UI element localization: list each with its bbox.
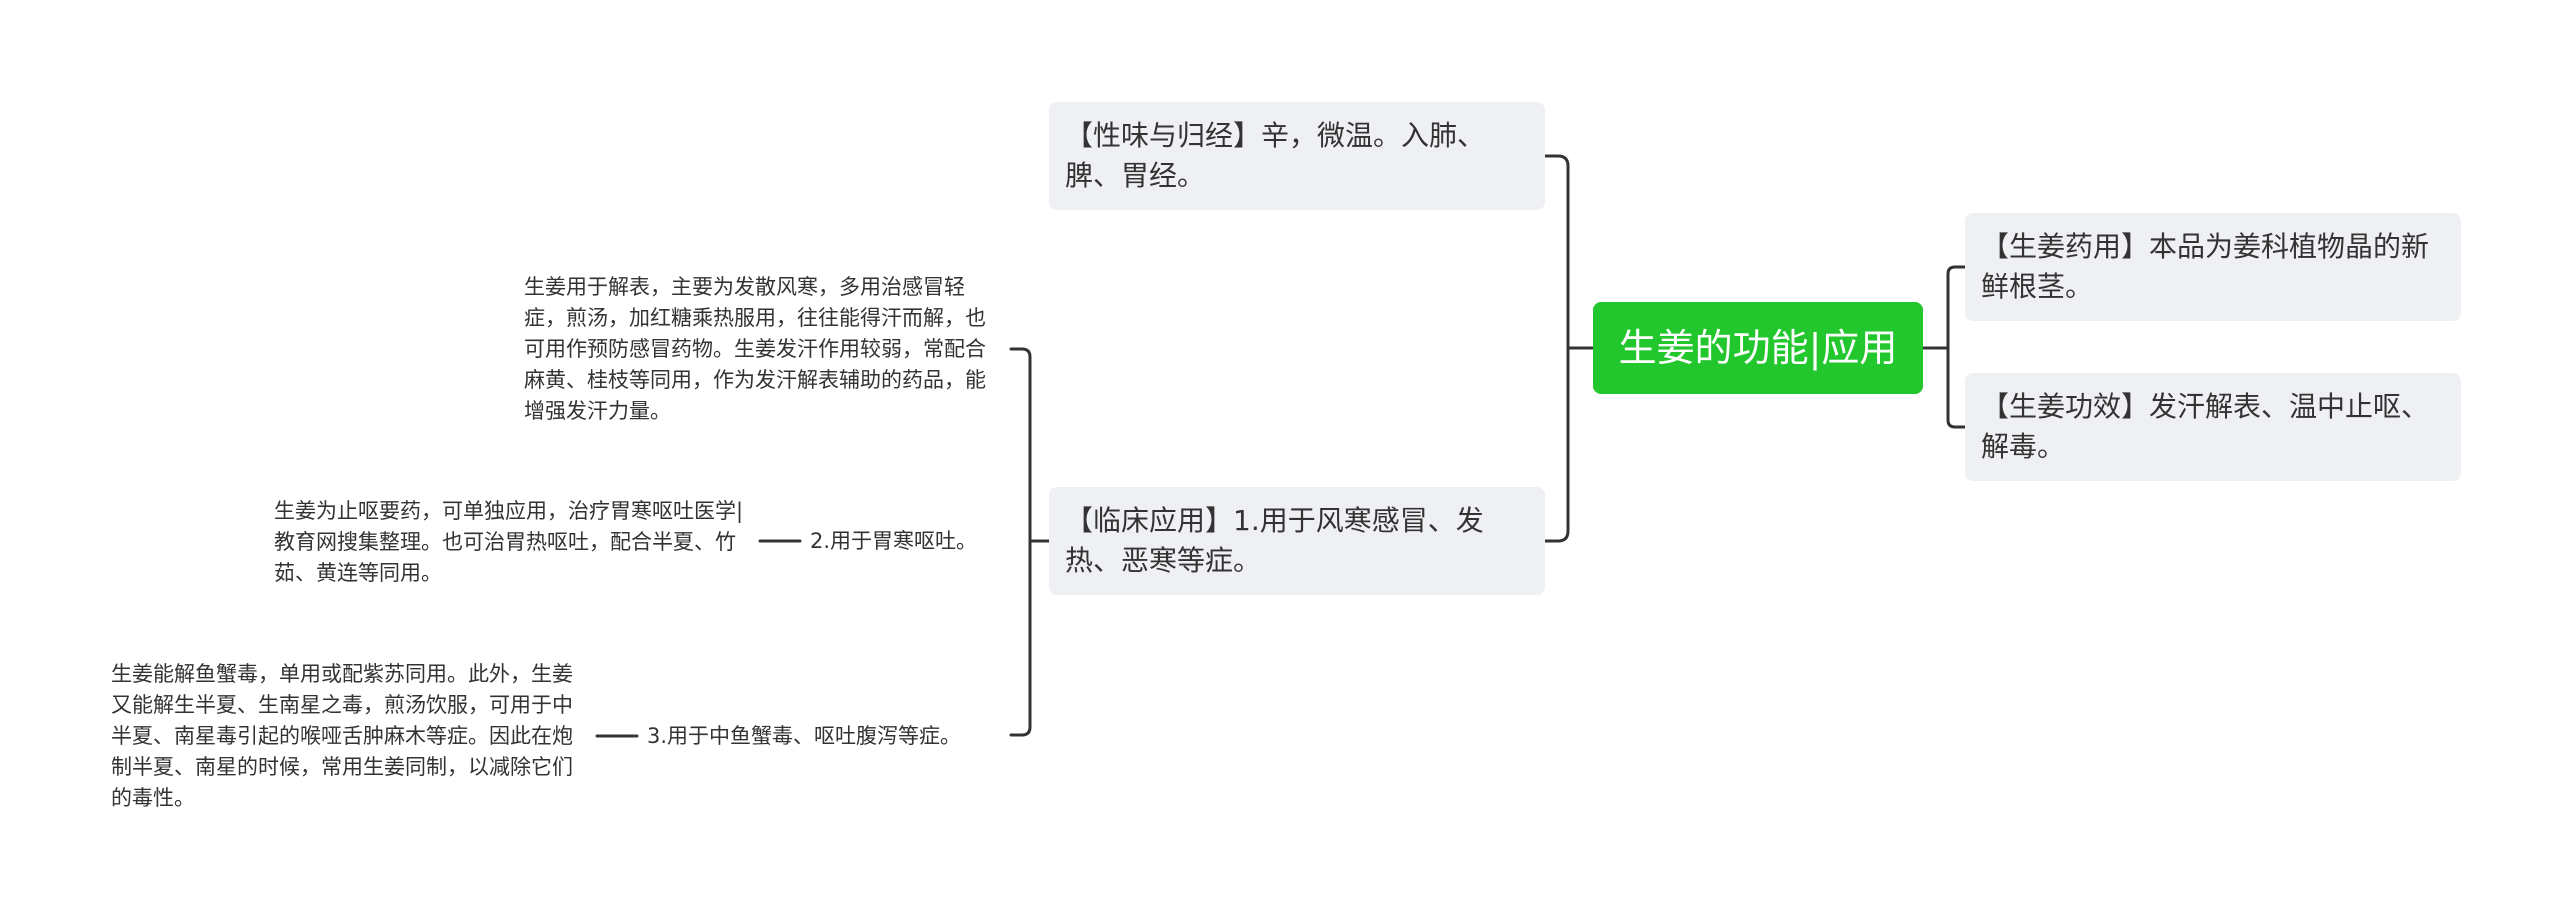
node-detail-jiebiao[interactable]: 生姜用于解表，主要为发散风寒，多用治感冒轻症，煎汤，加红糖乘热服用，往往能得汗而… <box>524 275 986 423</box>
node-detail-jiedu[interactable]: 生姜能解鱼蟹毒，单用或配紫苏同用。此外，生姜又能解生半夏、生南星之毒，煎汤饮服，… <box>111 662 573 810</box>
node-linchuang-yingyong[interactable]: 【临床应用】1.用于风寒感冒、发热、恶寒等症。 <box>1049 487 1545 595</box>
connector-left-bracket <box>1543 154 1570 543</box>
node-detail-zhiou[interactable]: 生姜为止呕要药，可单独应用，治疗胃寒呕吐医学|教育网搜集整理。也可治胃热呕吐，配… <box>274 499 744 585</box>
node-shengjiang-yaoyong[interactable]: 【生姜药用】本品为姜科植物晶的新鲜根茎。 <box>1965 213 2461 321</box>
node-item-weihan-outu[interactable]: 2.用于胃寒呕吐。 <box>810 529 978 553</box>
node-xingwei-guijing[interactable]: 【性味与归经】辛，微温。入肺、脾、胃经。 <box>1049 102 1545 210</box>
node-shengjiang-gongxiao[interactable]: 【生姜功效】发汗解表、温中止呕、解毒。 <box>1965 373 2461 481</box>
connector-right-yaoyong <box>1946 265 1967 429</box>
node-item-yuxie-du[interactable]: 3.用于中鱼蟹毒、呕吐腹泻等症。 <box>647 724 962 748</box>
root-node[interactable]: 生姜的功能|应用 <box>1593 302 1923 394</box>
connector-linchuang-bracket <box>1009 347 1032 737</box>
